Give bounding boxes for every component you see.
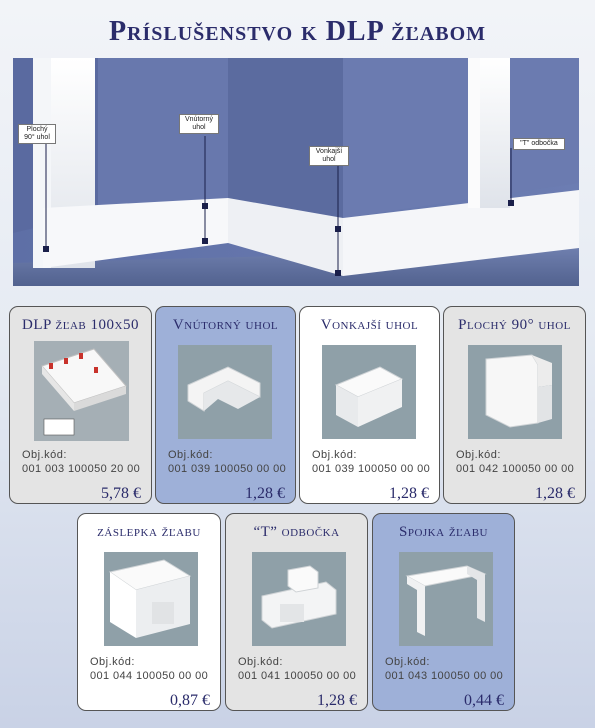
product-price: 1,28 €	[317, 692, 357, 709]
product-card-joint[interactable]: Spojka žľabu Obj.kód: 001 043 100050 00 …	[372, 513, 515, 711]
callout-t-junction: "T" odbočka	[513, 138, 565, 150]
product-card-outer-angle[interactable]: Vonkajší uhol Obj.kód: 001 039 100050 00…	[299, 306, 440, 504]
product-code: 001 043 100050 00 00	[385, 670, 504, 682]
product-code: 001 044 100050 00 00	[90, 670, 209, 682]
product-price: 1,28 €	[245, 485, 285, 502]
product-image-flat-angle	[468, 345, 562, 439]
product-image-joint	[399, 552, 493, 646]
callout-flat-angle: Plochý 90° uhol	[18, 124, 56, 144]
product-name: záslepka žľabu	[97, 524, 201, 540]
page-title: Príslušenstvo k DLP žľabom	[108, 16, 487, 47]
product-name: DLP žľab 100x50	[22, 317, 139, 333]
product-card-flat-angle[interactable]: Plochý 90° uhol Obj.kód: 001 042 100050 …	[443, 306, 586, 504]
product-price: 0,87 €	[170, 692, 210, 709]
product-price: 0,44 €	[464, 692, 504, 709]
product-code-label: Obj.kód:	[312, 449, 357, 461]
product-image-inner-angle	[178, 345, 272, 439]
product-image-outer-angle	[322, 345, 416, 439]
product-code: 001 039 100050 00 00	[312, 463, 431, 475]
product-code-label: Obj.kód:	[385, 656, 430, 668]
product-card-end-cap[interactable]: záslepka žľabu Obj.kód: 001 044 100050 0…	[77, 513, 221, 711]
product-code: 001 042 100050 00 00	[456, 463, 575, 475]
product-price: 1,28 €	[535, 485, 575, 502]
product-code-label: Obj.kód:	[90, 656, 135, 668]
product-code-label: Obj.kód:	[456, 449, 501, 461]
product-image-end-cap	[104, 552, 198, 646]
hero-photo: Plochý 90° uhol Vnútorný uhol Vonkajší u…	[13, 58, 579, 286]
product-code-label: Obj.kód:	[168, 449, 213, 461]
product-card-inner-angle[interactable]: Vnútorný uhol Obj.kód: 001 039 100050 00…	[155, 306, 296, 504]
product-code: 001 041 100050 00 00	[238, 670, 357, 682]
product-image-trunk	[34, 341, 129, 441]
product-code: 001 039 100050 00 00	[168, 463, 287, 475]
product-price: 1,28 €	[389, 485, 429, 502]
product-image-t-junction	[252, 552, 346, 646]
product-card-t-junction[interactable]: “T” odbočka Obj.kód: 001 041 100050 00 0…	[225, 513, 368, 711]
callout-inner-angle: Vnútorný uhol	[179, 114, 219, 134]
callout-outer-angle: Vonkajší uhol	[309, 146, 349, 166]
product-name: “T” odbočka	[253, 524, 340, 540]
product-name: Spojka žľabu	[399, 524, 488, 540]
product-name: Vonkajší uhol	[320, 317, 419, 333]
product-price: 5,78 €	[101, 485, 141, 502]
product-card-dlp-trunk[interactable]: DLP žľab 100x50 Obj.kód: 001 003 100050 …	[9, 306, 152, 504]
product-name: Vnútorný uhol	[172, 317, 279, 333]
product-name: Plochý 90° uhol	[458, 317, 571, 333]
product-code-label: Obj.kód:	[238, 656, 283, 668]
product-code-label: Obj.kód:	[22, 449, 67, 461]
product-code: 001 003 100050 20 00	[22, 463, 141, 475]
